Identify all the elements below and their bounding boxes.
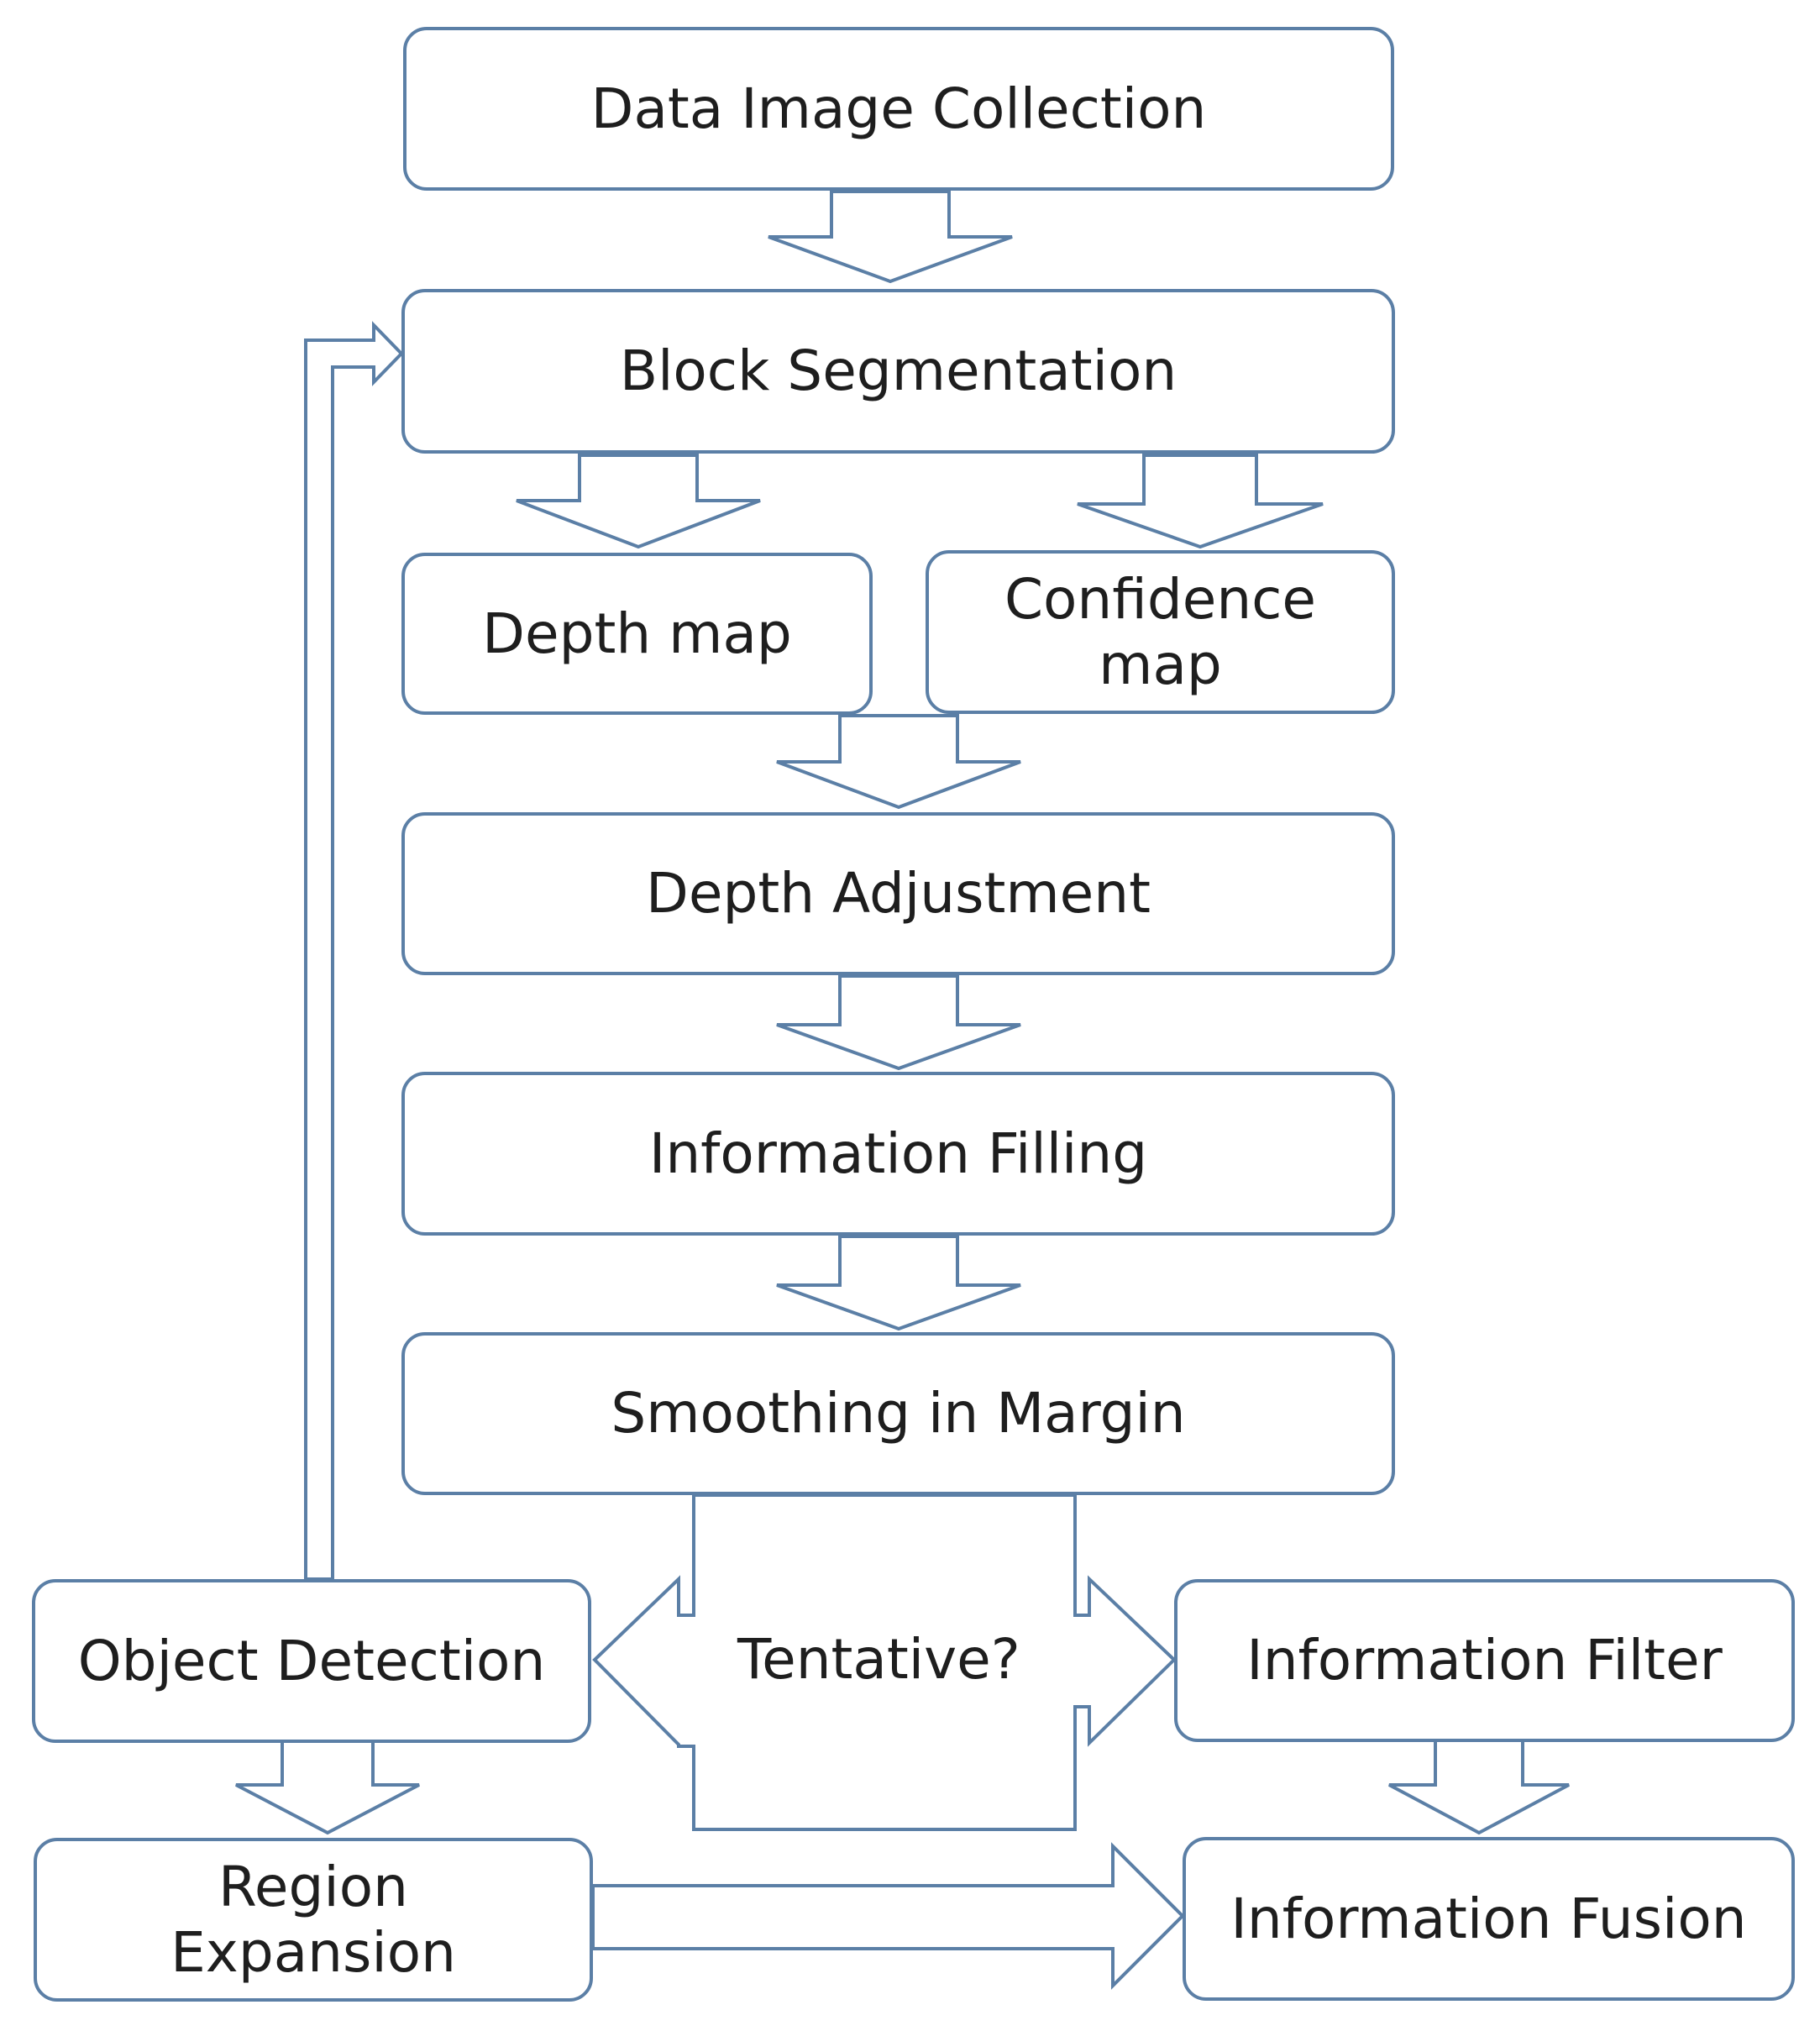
arrow-filter-to-fusion [1388,1734,1570,1835]
depth-map-box: Depth map [401,553,873,715]
information-filter-label: Information Filter [1246,1628,1723,1693]
arrow-collection-to-segmentation [768,190,1013,284]
depth-map-label: Depth map [482,601,792,666]
information-filling-box: Information Filling [401,1072,1395,1236]
arrow-segmentation-to-depth-map [516,454,761,549]
information-filter-box: Information Filter [1174,1579,1795,1742]
arrow-detection-feedback-to-segmentation [304,321,404,1581]
region-expansion-box: Region Expansion [34,1838,593,2002]
arrow-expansion-to-fusion [591,1842,1185,1990]
smoothing-in-margin-box: Smoothing in Margin [401,1332,1395,1495]
smoothing-in-margin-label: Smoothing in Margin [611,1381,1186,1446]
arrow-maps-to-depth-adjustment [776,714,1021,810]
arrow-segmentation-to-confidence-map [1077,454,1324,549]
object-detection-box: Object Detection [32,1579,591,1743]
depth-adjustment-box: Depth Adjustment [401,812,1395,975]
object-detection-label: Object Detection [77,1628,546,1693]
tentative-label: Tentative? [737,1627,1020,1692]
arrow-filling-to-smoothing [776,1235,1021,1331]
tentative-decision-shape [592,1493,1177,1831]
block-segmentation-label: Block Segmentation [619,338,1177,404]
data-image-collection-box: Data Image Collection [403,27,1394,191]
arrow-detection-to-expansion [235,1734,420,1835]
data-image-collection-label: Data Image Collection [590,76,1207,141]
confidence-map-label: Confidence map [1004,566,1317,697]
information-fusion-box: Information Fusion [1183,1837,1795,2001]
confidence-map-box: Confidence map [926,550,1395,714]
region-expansion-label: Region Expansion [170,1854,456,1985]
information-filling-label: Information Filling [648,1120,1148,1186]
information-fusion-label: Information Fusion [1230,1886,1747,1951]
arrow-adjustment-to-filling [776,974,1021,1071]
block-segmentation-box: Block Segmentation [401,289,1395,454]
depth-adjustment-label: Depth Adjustment [646,861,1151,926]
